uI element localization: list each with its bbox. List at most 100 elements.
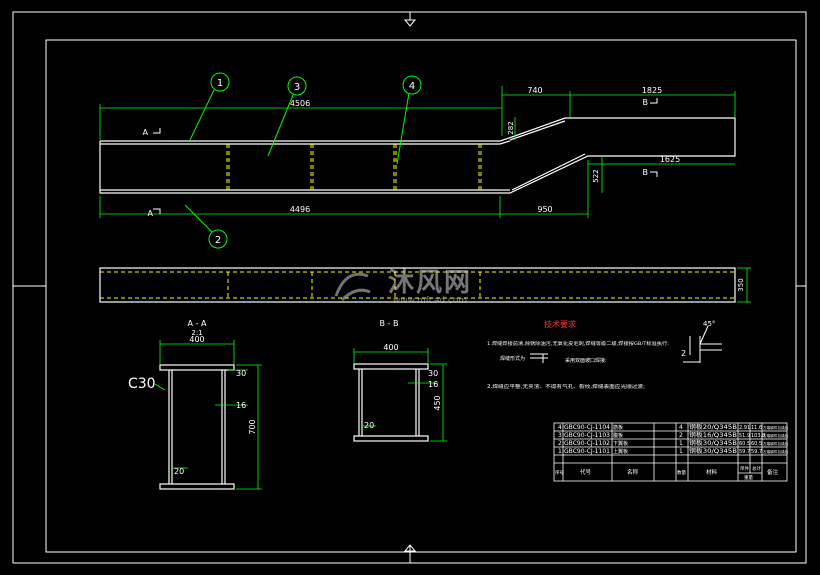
dim-1625: 1625 bbox=[660, 155, 680, 164]
balloon-1-label: 1 bbox=[217, 78, 223, 89]
dim-522: 522 bbox=[592, 169, 600, 182]
bom-cell-note: 左端钢件见成品 bbox=[763, 449, 789, 454]
bom-header-note: 备注 bbox=[767, 468, 779, 476]
dim-4506: 4506 bbox=[290, 99, 310, 108]
bom-cell-qty: 1 bbox=[679, 448, 683, 455]
bom-cell-no: 1 bbox=[558, 448, 562, 455]
weld-angle: 45° bbox=[703, 320, 715, 328]
dim-282: 282 bbox=[507, 121, 515, 134]
watermark-logo-icon bbox=[334, 272, 371, 302]
bom-cell-material: 钢板16/Q345B bbox=[689, 431, 737, 439]
part-balloons bbox=[184, 72, 422, 249]
beam-outline bbox=[99, 117, 736, 194]
stiffener-hidden-lines bbox=[226, 144, 482, 190]
bom-header-qty: 数量 bbox=[677, 469, 686, 476]
notes-title: 技术要求 bbox=[544, 319, 576, 329]
bom-cell-no: 4 bbox=[558, 424, 562, 431]
bom-cell-material: 钢板30/Q345B bbox=[689, 439, 737, 447]
bom-cell-total: 60.5 bbox=[751, 441, 762, 447]
weld-form-symbol bbox=[530, 353, 548, 363]
dim-350: 350 bbox=[737, 278, 745, 291]
section-aa-height: 700 bbox=[248, 419, 257, 434]
section-aa-chamfer: C30 bbox=[128, 376, 156, 392]
notes-line-2: 2.焊缝应平整,无夹渣、不得有气孔、裂纹,焊缝表面应光顺过渡; bbox=[487, 383, 645, 390]
elevation-dimension-lines bbox=[99, 86, 736, 218]
bom-rows: 4 GBC90-CJ-1104 筋板 4 钢板20/Q345B 2.91 11.… bbox=[558, 423, 789, 455]
weld-number: 2 bbox=[681, 349, 686, 358]
section-bb-title: B - B bbox=[380, 319, 399, 328]
bom-cell-name: 腹板 bbox=[613, 432, 623, 439]
section-aa-web: 16 bbox=[236, 401, 246, 410]
bom-cell-unit: 2.91 bbox=[739, 425, 750, 431]
notes-line-1: 1.焊缝焊接前清,除锈除油污,无氧化皮毛刺,焊缝等级二级,焊接按GB/T标准执行… bbox=[487, 340, 670, 347]
balloon-3-label: 3 bbox=[294, 82, 300, 93]
dim-1825: 1825 bbox=[642, 86, 662, 95]
section-bb-width: 400 bbox=[383, 343, 398, 352]
bom-cell-unit: 59.7 bbox=[739, 449, 750, 455]
bom-cell-material: 钢板20/Q345B bbox=[689, 423, 737, 431]
bom-cell-unit: 60.5 bbox=[739, 441, 750, 447]
notes-weld-desc: 采用双面坡口焊接; bbox=[565, 357, 607, 364]
bom-header-no: 序号 bbox=[555, 469, 564, 476]
bom-cell-name: 下翼板 bbox=[613, 440, 628, 447]
bom-cell-unit: 51.9 bbox=[739, 433, 750, 439]
section-aa-width: 400 bbox=[189, 335, 204, 344]
bom-cell-no: 3 bbox=[558, 432, 562, 439]
dim-950: 950 bbox=[537, 205, 552, 214]
balloon-2-label: 2 bbox=[215, 235, 221, 246]
bom-cell-code: GBC90-CJ-1102 bbox=[564, 440, 610, 447]
bom-cell-material: 钢板30/Q345B bbox=[689, 447, 737, 455]
weld-detail-symbol bbox=[683, 325, 722, 363]
bom-header-weight: 重量 bbox=[744, 474, 753, 481]
watermark-brand: 沐风网 bbox=[388, 268, 472, 298]
section-cut-marks bbox=[153, 98, 658, 214]
watermark-url: www.mfcad.com bbox=[393, 296, 467, 306]
bom-header-material: 材料 bbox=[706, 468, 718, 476]
balloon-4-label: 4 bbox=[409, 81, 415, 92]
plan-view: 350 bbox=[99, 267, 751, 303]
section-bb-web: 16 bbox=[428, 380, 438, 389]
bom-table: 4 GBC90-CJ-1104 筋板 4 钢板20/Q345B 2.91 11.… bbox=[553, 422, 789, 482]
drawing-frame bbox=[12, 11, 807, 564]
bom-cell-total: 103.8 bbox=[751, 433, 765, 439]
bom-cell-total: 11.6 bbox=[751, 425, 762, 431]
elevation-view: 4506 4496 740 1825 1625 950 282 522 A A … bbox=[99, 72, 736, 249]
section-mark-b-bottom: B bbox=[643, 168, 649, 177]
bom-header-unit: 单件 bbox=[740, 465, 749, 472]
technical-notes: 技术要求 1.焊缝焊接前清,除锈除油污,无氧化皮毛刺,焊缝等级二级,焊接按GB/… bbox=[487, 319, 722, 390]
dim-4496: 4496 bbox=[290, 205, 310, 214]
bom-row: 2 GBC90-CJ-1102 下翼板 1 钢板30/Q345B 60.5 60… bbox=[558, 439, 789, 447]
bom-row: 1 GBC90-CJ-1101 上翼板 1 钢板30/Q345B 59.7 59… bbox=[558, 447, 789, 455]
bom-header-name: 名称 bbox=[627, 468, 639, 476]
watermark: 沐风网 www.mfcad.com bbox=[334, 268, 472, 306]
section-bb-weld: 20 bbox=[364, 421, 374, 430]
bom-cell-no: 2 bbox=[558, 440, 562, 447]
bom-row: 3 GBC90-CJ-1103 腹板 2 钢板16/Q345B 51.9 103… bbox=[558, 431, 789, 439]
bom-cell-qty: 1 bbox=[679, 440, 683, 447]
section-aa-flange: 30 bbox=[236, 369, 246, 378]
section-bb-height: 450 bbox=[433, 395, 442, 410]
bom-cell-code: GBC90-CJ-1101 bbox=[564, 448, 610, 455]
section-mark-a-bottom: A bbox=[148, 209, 154, 218]
section-aa-title: A - A bbox=[188, 319, 207, 328]
bom-header-total: 总计 bbox=[752, 465, 761, 472]
bom-row: 4 GBC90-CJ-1104 筋板 4 钢板20/Q345B 2.91 11.… bbox=[558, 423, 789, 431]
bom-cell-note: 左端钢件见成品 bbox=[763, 433, 789, 438]
bom-cell-name: 筋板 bbox=[613, 424, 623, 431]
section-bb-flange: 30 bbox=[428, 369, 438, 378]
bom-cell-qty: 2 bbox=[679, 432, 683, 439]
notes-weld-label: 焊缝形式为 bbox=[500, 355, 525, 362]
bom-cell-note: 左端钢件见成品 bbox=[763, 441, 789, 446]
section-aa: A - A 2:1 400 700 30 16 20 C30 bbox=[128, 319, 262, 490]
section-mark-b-top: B bbox=[643, 98, 649, 107]
bom-cell-note: 左端钢件见成品 bbox=[763, 425, 789, 430]
section-aa-weld: 20 bbox=[174, 467, 184, 476]
bom-header: 序号 代号 名称 数量 材料 单件 总计 重量 备注 bbox=[555, 465, 779, 481]
dim-740: 740 bbox=[527, 86, 542, 95]
bom-cell-name: 上翼板 bbox=[613, 448, 628, 455]
section-bb: B - B 400 450 30 16 20 bbox=[353, 319, 447, 442]
bom-cell-qty: 4 bbox=[679, 424, 683, 431]
bom-cell-total: 59.7 bbox=[751, 449, 762, 455]
section-aa-scale: 2:1 bbox=[191, 329, 202, 337]
